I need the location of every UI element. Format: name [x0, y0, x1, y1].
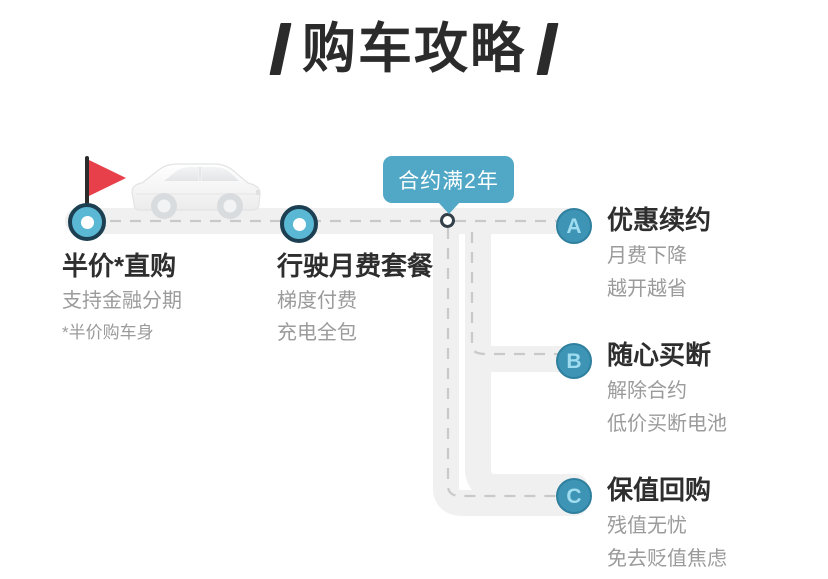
branch-badge-a-icon: A — [556, 208, 592, 244]
route-node-hole — [292, 217, 306, 231]
stop-item-0: 半价*直购 支持金融分期 *半价购车身 — [62, 252, 182, 342]
page-title-text: 购车攻略 — [302, 19, 526, 79]
stop-title: 半价*直购 — [62, 251, 177, 281]
branch-badge-letter: A — [566, 214, 582, 238]
branch-subtitle-2: 低价买断电池 — [607, 412, 727, 435]
stop-title: 行驶月费套餐 — [277, 251, 434, 281]
branch-subtitle-1: 残值无忧 — [607, 514, 687, 537]
branch-subtitle-1: 解除合约 — [607, 379, 687, 402]
white-suv-icon — [126, 156, 266, 224]
route-node-hole — [80, 215, 94, 229]
branch-text-block: 优惠续约 月费下降 越开越省 — [607, 206, 711, 301]
branch-badge-letter: C — [566, 484, 582, 508]
page-title: 购车攻略 — [0, 8, 828, 90]
route-junction-dot — [440, 213, 455, 228]
contract-callout-bubble: 合约满2年 — [383, 156, 514, 214]
branch-item-a: A 优惠续约 月费下降 越开越省 — [556, 206, 711, 301]
stop-subtitle-2: 充电全包 — [277, 321, 357, 344]
branch-title: 保值回购 — [607, 475, 712, 505]
stop-subtitle-2: *半价购车身 — [62, 322, 154, 342]
route-node-start[interactable] — [68, 203, 106, 241]
branch-item-b: B 随心买断 解除合约 低价买断电池 — [556, 341, 727, 436]
branch-subtitle-1: 月费下降 — [607, 244, 687, 267]
branch-badge-letter: B — [566, 349, 582, 373]
branch-subtitle-2: 免去贬值焦虑 — [607, 547, 727, 570]
stop-item-1: 行驶月费套餐 梯度付费 充电全包 — [277, 252, 433, 345]
stop-subtitle-1: 支持金融分期 — [62, 289, 182, 312]
branch-subtitle-2: 越开越省 — [607, 277, 687, 300]
branch-title: 优惠续约 — [607, 205, 712, 235]
branch-item-c: C 保值回购 残值无忧 免去贬值焦虑 — [556, 476, 727, 571]
contract-callout-label: 合约满2年 — [398, 169, 499, 193]
branch-text-block: 随心买断 解除合约 低价买断电池 — [607, 341, 727, 436]
callout-tail-icon — [437, 202, 460, 214]
branch-badge-b-icon: B — [556, 343, 592, 379]
branch-badge-c-icon: C — [556, 478, 592, 514]
stop-subtitle-1: 梯度付费 — [277, 289, 357, 312]
route-node-mid[interactable] — [280, 205, 318, 243]
branch-text-block: 保值回购 残值无忧 免去贬值焦虑 — [607, 476, 727, 571]
branch-title: 随心买断 — [607, 340, 712, 370]
road-dashes — [90, 219, 570, 498]
